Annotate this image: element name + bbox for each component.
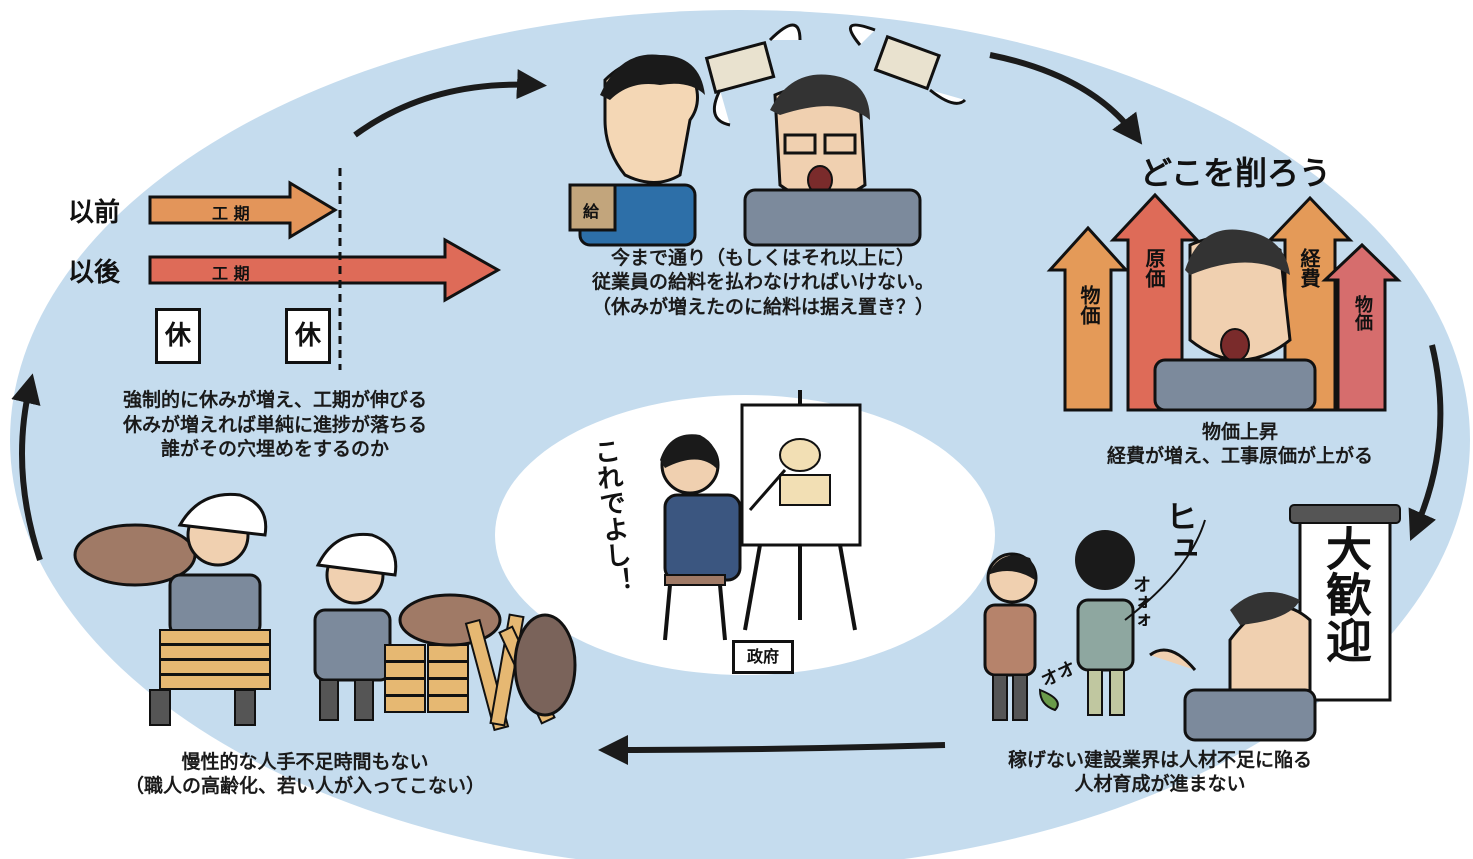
- cycle-arrow-right: [1408, 344, 1444, 541]
- arrow-label-cost: 原価: [1142, 248, 1166, 288]
- caption-top-line-1: 今まで通り（もしくはそれ以上に）: [610, 247, 915, 269]
- government-sign: 政府: [732, 640, 794, 674]
- caption-right-bottom-line-2: 人材育成が進まない: [1074, 773, 1246, 796]
- wind-text-2: オォォ: [1130, 575, 1151, 629]
- welcome-banner: 大歓迎: [1319, 525, 1373, 663]
- caption-top-line-3: （休みが増えたのに給料は据え置き？）: [591, 295, 934, 318]
- caption-left: 強制的に休みが増え、工期が伸びる 休みが増えれば単純に進捗が落ちる 誰がその穴埋…: [75, 388, 475, 462]
- caption-top-line-2: 従業員の給料を払わなければいけない。: [591, 271, 934, 294]
- timeline-after-label: 以後: [68, 258, 121, 288]
- caption-right-bottom-line-1: 稼げない建設業界は人材不足に陥る: [1007, 749, 1312, 771]
- caption-right-bottom: 稼げない建設業界は人材不足に陥る 人材育成が進まない: [955, 748, 1365, 797]
- caption-right-top-line-2: 経費が増え、工事原価が上がる: [1106, 445, 1373, 468]
- caption-bottom-left-line-1: 慢性的な人手不足時間もない: [181, 751, 429, 773]
- leaving-workers-illustration: [983, 504, 1401, 742]
- cycle-arrow-top-right: [989, 52, 1143, 145]
- caption-top: 今まで通り（もしくはそれ以上に） 従業員の給料を払わなければいけない。 （休みが…: [548, 246, 978, 319]
- timeline-before-label: 以前: [68, 198, 121, 228]
- holiday-2: 休: [285, 308, 331, 364]
- government-painter-illustration: [660, 390, 862, 641]
- cost-heading: どこを削ろう: [1140, 154, 1332, 192]
- caption-left-line-1: 強制的に休みが増え、工期が伸びる: [122, 389, 427, 411]
- caption-right-top-line-1: 物価上昇: [1201, 421, 1278, 443]
- arrow-label-price-1: 物価: [1077, 285, 1101, 325]
- cycle-arrow-top-left: [353, 69, 547, 138]
- caption-left-line-2: 休みが増えれば単純に進捗が落ちる: [122, 413, 427, 436]
- wind-text-1: ヒュ: [1161, 500, 1199, 564]
- cycle-arrow-left: [11, 373, 43, 561]
- arrow-label-price-2: 物価: [1352, 295, 1373, 331]
- caption-bottom-left: 慢性的な人手不足時間もない （職人の高齢化、若い人が入ってこない）: [95, 750, 515, 799]
- arrow-label-expense: 経費: [1297, 248, 1321, 288]
- timeline-after-arrow: [148, 237, 502, 303]
- overworked-workers-illustration: [73, 492, 577, 732]
- top-illustration: [568, 23, 967, 247]
- cost-arrows-illustration: [1046, 192, 1402, 412]
- timeline-before-arrow: [148, 180, 338, 240]
- envelope-label: 給: [583, 202, 600, 221]
- timeline-after-bar-label: 工 期: [212, 264, 250, 283]
- holiday-1: 休: [155, 308, 201, 364]
- caption-left-line-3: 誰がその穴埋めをするのか: [160, 438, 389, 461]
- timeline-before-bar-label: 工 期: [212, 204, 250, 223]
- cycle-arrow-bottom: [598, 734, 946, 765]
- caption-right-top: 物価上昇 経費が増え、工事原価が上がる: [1060, 420, 1420, 469]
- caption-bottom-left-line-2: （職人の高齢化、若い人が入ってこない）: [124, 775, 486, 798]
